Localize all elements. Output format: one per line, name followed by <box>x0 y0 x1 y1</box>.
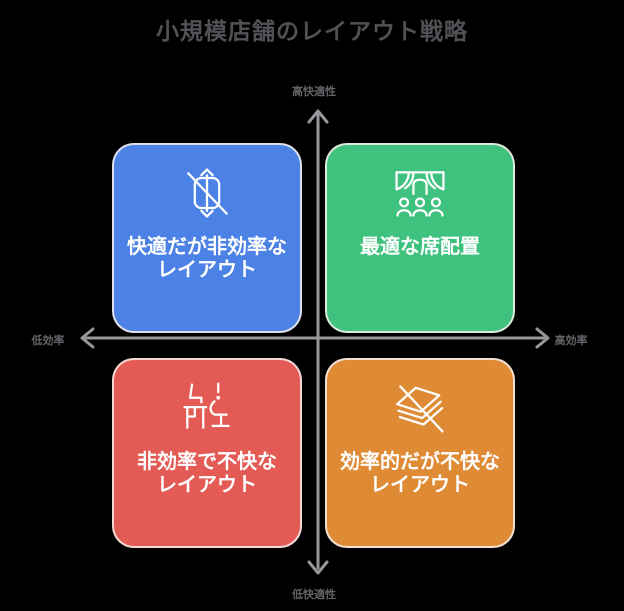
quadrant-label: 快適だが非効率な レイアウト <box>127 236 287 281</box>
axis-label-high-comfort: 高快適性 <box>292 86 336 98</box>
arrow-right-icon <box>535 327 550 349</box>
stage-audience-icon <box>395 171 445 217</box>
axis-label-high-efficiency: 高効率 <box>554 335 588 347</box>
quadrant-inefficient-uncomfortable: 非効率で不快な レイアウト <box>112 358 302 548</box>
quadrant-comfortable-inefficient: 快適だが非効率な レイアウト <box>112 143 302 333</box>
desk-chair-alert-icon <box>183 382 230 429</box>
page-title: 小規模店舗のレイアウト戦略 <box>156 18 468 44</box>
quadrant-label: 効率的だが不快な レイアウト <box>340 451 500 496</box>
quadrant-label: 最適な席配置 <box>360 236 480 258</box>
quadrant-label: 非効率で不快な レイアウト <box>137 451 277 496</box>
axis-label-low-comfort: 低快適性 <box>292 589 336 601</box>
axis-label-low-efficiency: 低効率 <box>31 335 65 347</box>
no-layers-icon <box>396 385 444 433</box>
arrow-down-icon <box>307 560 329 575</box>
arrow-left-icon <box>80 327 95 349</box>
no-vertical-resize-icon <box>187 168 228 218</box>
quadrant-optimal-seating: 最適な席配置 <box>325 143 515 333</box>
quadrant-efficient-uncomfortable: 効率的だが不快な レイアウト <box>325 358 515 548</box>
arrow-up-icon <box>307 109 329 124</box>
